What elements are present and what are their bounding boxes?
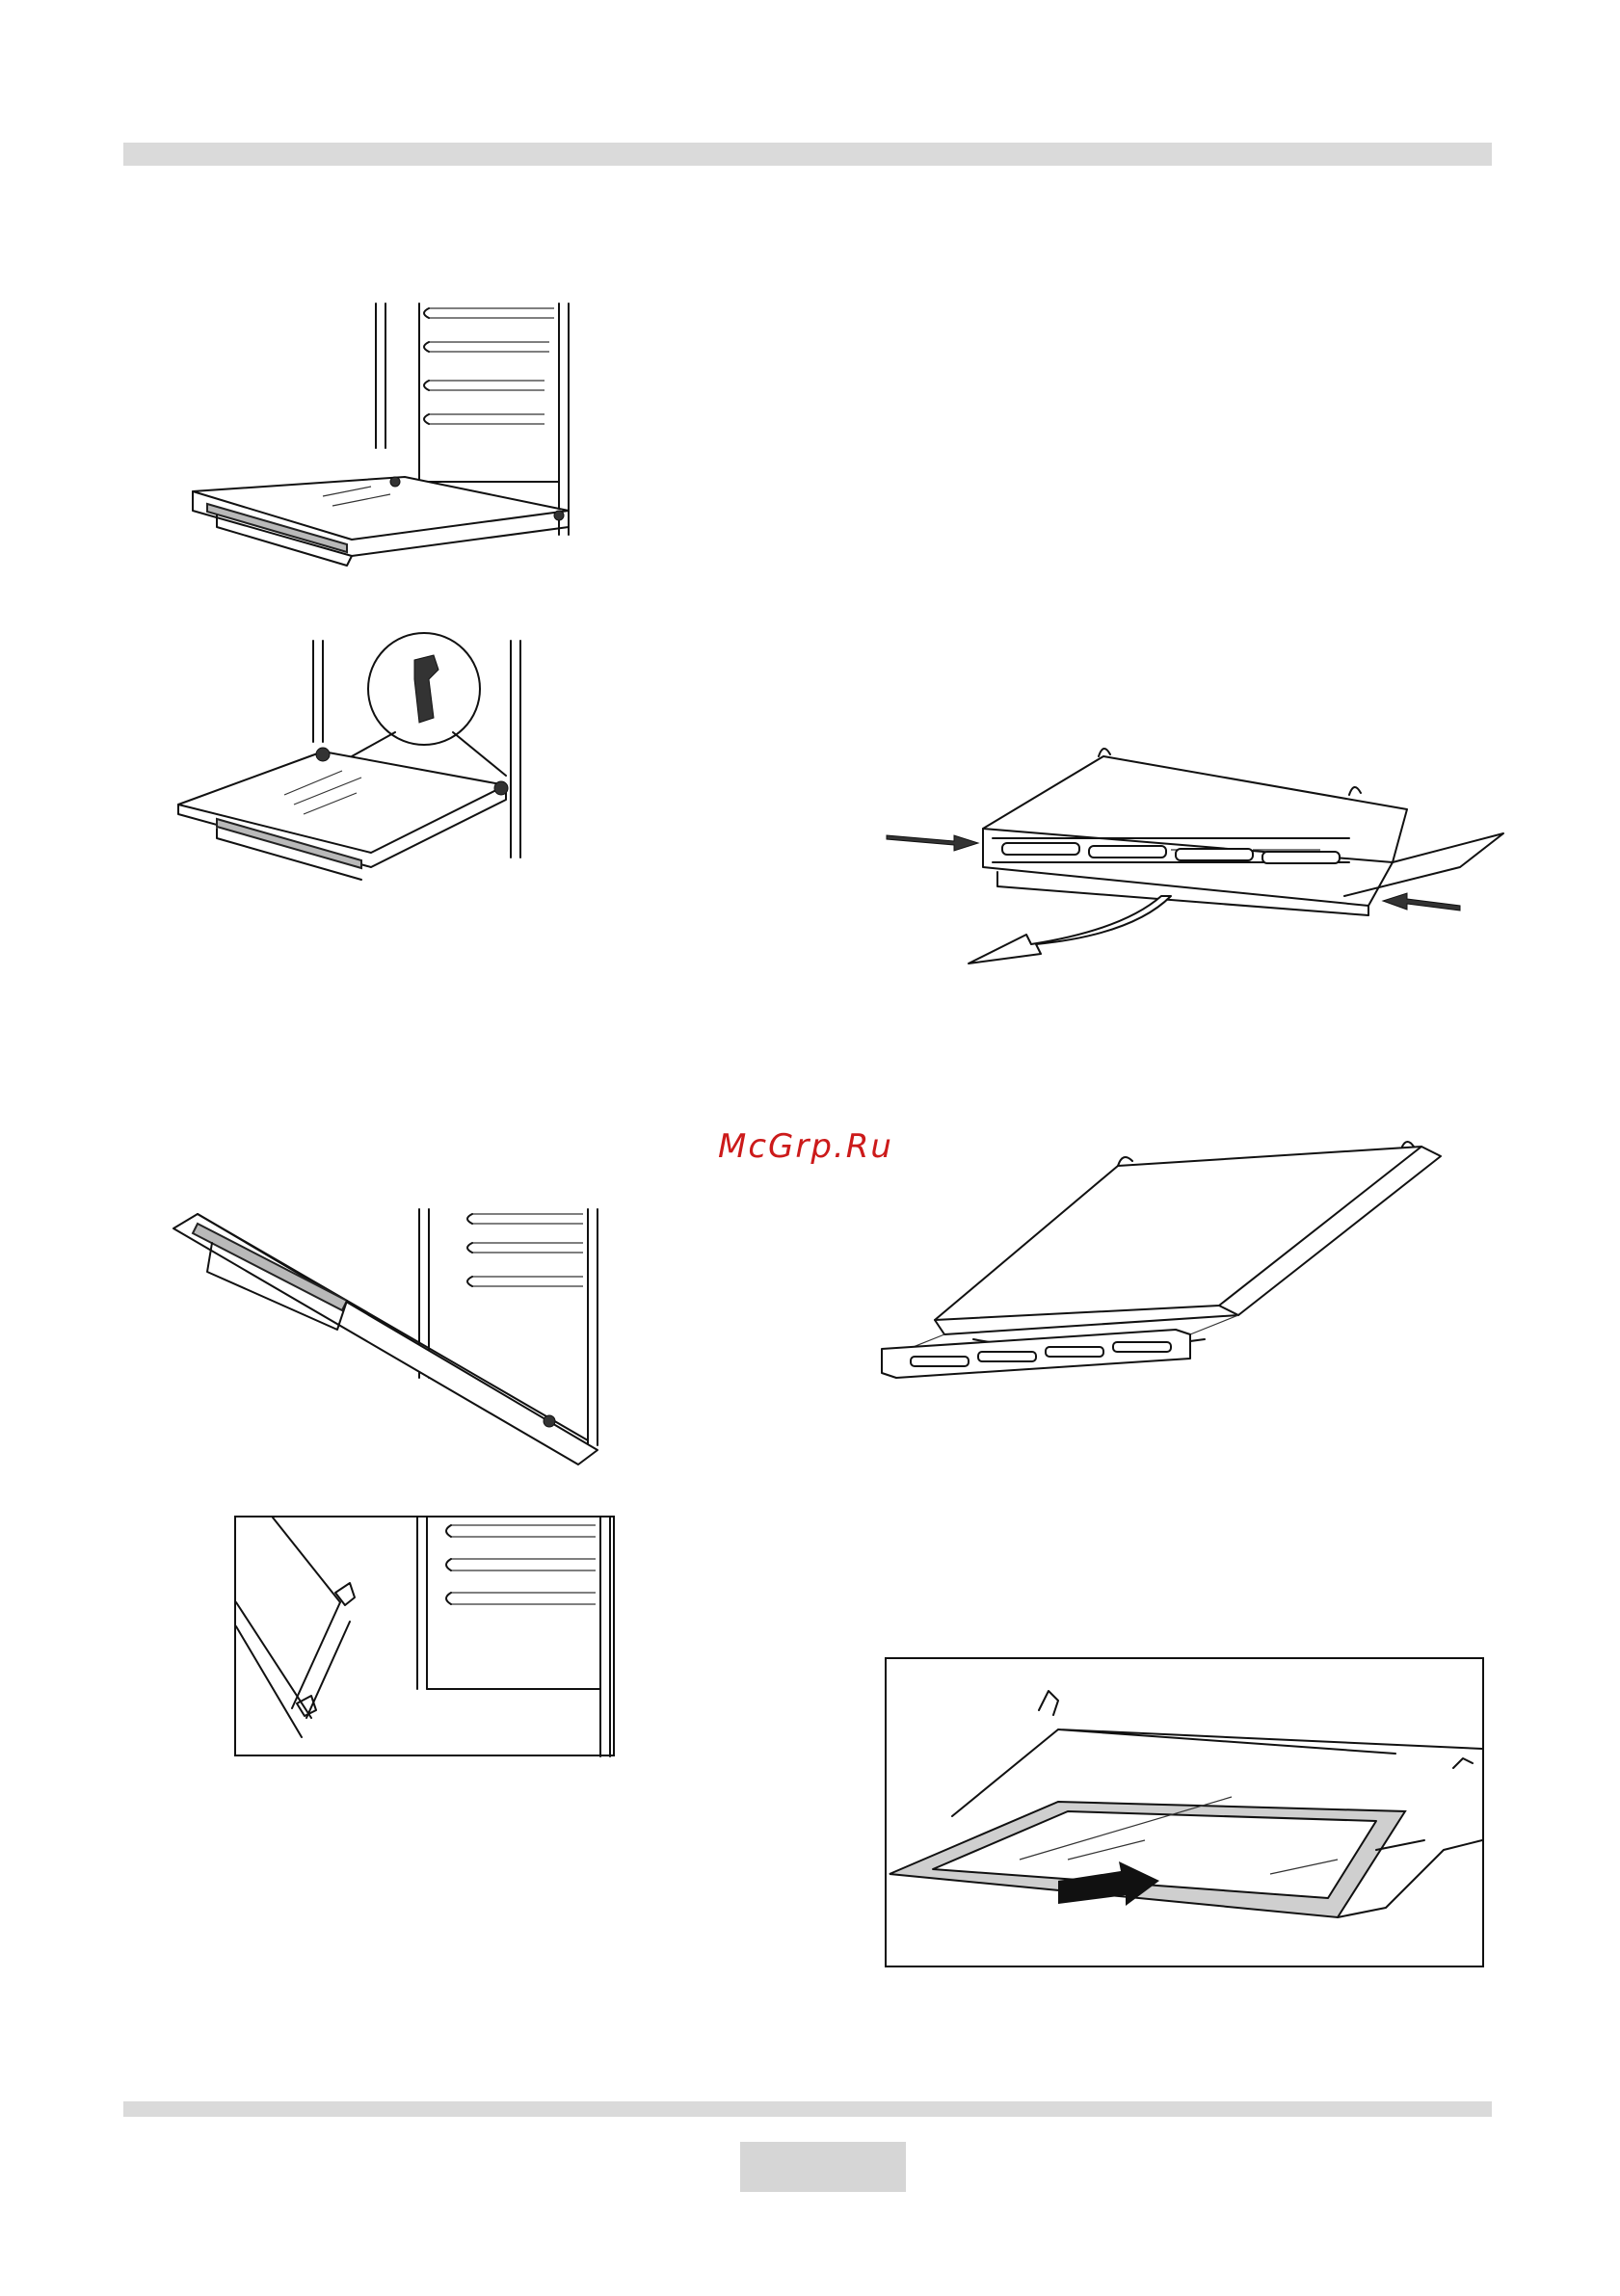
- oven-door-open-illustration: [188, 303, 583, 568]
- watermark: McGrp.Ru: [718, 1127, 893, 1166]
- header-bar: [123, 143, 1492, 166]
- footer-bar: [123, 2101, 1492, 2117]
- oven-door-hinge-lock-illustration: [159, 631, 554, 882]
- page-number-box: [740, 2142, 906, 2192]
- door-top-trim-removal-illustration: [877, 1142, 1455, 1416]
- door-lifted-off-illustration: [173, 1204, 598, 1455]
- door-hinge-detail-illustration: [234, 1516, 615, 1756]
- glass-panel-removal-illustration: [885, 1657, 1484, 1967]
- door-inner-panel-release-illustration: [882, 742, 1470, 978]
